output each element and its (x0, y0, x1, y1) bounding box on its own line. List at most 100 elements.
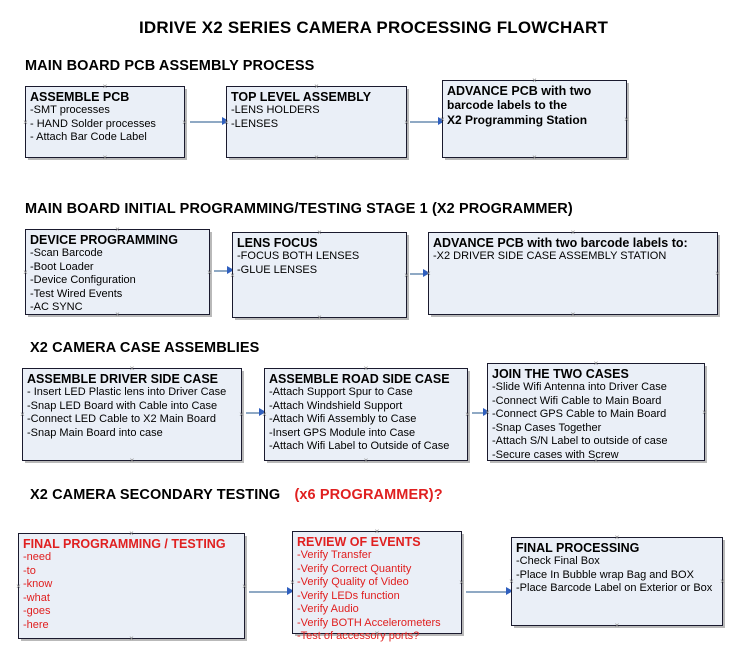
node-line: -Attach Support Spur to Case (269, 386, 413, 398)
node-line: -Verify Transfer (297, 549, 372, 561)
connection-handle-bottom[interactable] (128, 635, 135, 642)
section-heading-4-suffix: (x6 PROGRAMMER)? (294, 487, 443, 503)
node-line: -Check Final Box (516, 555, 600, 567)
connector-1-2 (410, 121, 442, 123)
node-title: JOIN THE TWO CASES (492, 367, 629, 381)
node-line: -Connect GPS Cable to Main Board (492, 408, 667, 420)
connection-handle-top[interactable] (128, 530, 135, 537)
connection-handle-bottom[interactable] (363, 457, 370, 464)
connection-handle-right[interactable] (403, 119, 410, 126)
node-join-the-two-cases[interactable]: JOIN THE TWO CASES -Slide Wifi Antenna i… (487, 363, 705, 461)
node-title: LENS FOCUS (237, 236, 318, 250)
node-title: ASSEMBLE PCB (30, 90, 130, 104)
connection-handle-top[interactable] (102, 83, 109, 90)
connection-handle-right[interactable] (403, 272, 410, 279)
connection-handle-bottom[interactable] (316, 314, 323, 321)
node-line: -Secure cases with Screw (492, 448, 619, 461)
connection-handle-top[interactable] (114, 226, 121, 233)
connection-handle-bottom[interactable] (614, 622, 621, 629)
connection-handle-bottom[interactable] (570, 311, 577, 318)
node-line: -Attach Wifi Assembly to Case (269, 413, 417, 425)
node-line: -Verify LEDs function (297, 589, 400, 602)
node-line: -Device Configuration (30, 274, 136, 286)
connection-handle-top[interactable] (614, 534, 621, 541)
page-title: IDRIVE X2 SERIES CAMERA PROCESSING FLOWC… (138, 18, 609, 37)
connection-handle-left[interactable] (22, 119, 29, 126)
node-title: TOP LEVEL ASSEMBLY (231, 90, 372, 104)
node-review-of-events[interactable]: REVIEW OF EVENTS -Verify Transfer -Verif… (289, 528, 465, 642)
connection-handle-right[interactable] (458, 579, 465, 586)
connection-handle-top[interactable] (374, 528, 381, 535)
connection-handle-right[interactable] (206, 269, 213, 276)
node-top-level-assembly[interactable]: TOP LEVEL ASSEMBLY -LENS HOLDERS -LENSES (226, 86, 407, 158)
node-line: -Snap Main Board into case (27, 426, 163, 439)
node-lens-focus[interactable]: LENS FOCUS -FOCUS BOTH LENSES -GLUE LENS… (232, 232, 407, 318)
node-final-processing[interactable]: FINAL PROCESSING -Check Final Box -Place… (511, 537, 723, 626)
section-heading-4-text: X2 CAMERA SECONDARY TESTING (30, 487, 281, 503)
connection-handle-top[interactable] (129, 365, 136, 372)
connection-handle-right[interactable] (181, 119, 188, 126)
connector-arrow-4-1 (287, 587, 294, 595)
connection-handle-right[interactable] (719, 578, 726, 585)
connection-handle-left[interactable] (22, 269, 29, 276)
node-line: -here (23, 618, 49, 631)
connection-handle-right[interactable] (241, 583, 248, 590)
connection-handle-right[interactable] (464, 411, 471, 418)
node-title: ASSEMBLE ROAD SIDE CASE (269, 372, 450, 386)
node-line: - Attach Bar Code Label (30, 131, 147, 143)
connection-handle-right[interactable] (238, 411, 245, 418)
node-assemble-pcb[interactable]: ASSEMBLE PCB -SMT processes - HAND Solde… (25, 86, 185, 158)
connection-handle-bottom[interactable] (102, 154, 109, 161)
node-final-programming-testing[interactable]: FINAL PROGRAMMING / TESTING -need -to -k… (18, 533, 245, 639)
connection-handle-left[interactable] (19, 411, 26, 418)
connection-handle-top[interactable] (313, 83, 320, 90)
connector-4-1 (249, 591, 290, 593)
section-heading-3: X2 CAMERA CASE ASSEMBLIES (30, 340, 259, 356)
connection-handle-left[interactable] (289, 579, 296, 586)
connection-handle-bottom[interactable] (531, 154, 538, 161)
node-advance-pcb-programming-station[interactable]: ADVANCE PCB with two barcode labels to t… (442, 80, 627, 158)
connector-arrow-1-1 (222, 117, 229, 125)
node-line: -need (23, 551, 52, 563)
connector-3-2 (472, 412, 486, 414)
node-assemble-driver-side-case[interactable]: ASSEMBLE DRIVER SIDE CASE - Insert LED P… (22, 368, 242, 461)
section-heading-2-text: MAIN BOARD INITIAL PROGRAMMING/TESTING S… (25, 201, 573, 217)
node-line: -Boot Loader (30, 260, 94, 273)
node-device-programming[interactable]: DEVICE PROGRAMMING -Scan Barcode -Boot L… (25, 229, 210, 315)
connection-handle-top[interactable] (531, 77, 538, 84)
node-line: -Slide Wifi Antenna into Driver Case (492, 381, 667, 393)
node-line: -to (23, 564, 36, 577)
connection-handle-top[interactable] (593, 360, 600, 367)
connector-arrow-2-2 (423, 269, 430, 277)
connection-handle-right[interactable] (714, 270, 721, 277)
connector-4-2 (466, 591, 510, 593)
connector-2-1 (214, 270, 230, 272)
node-line: X2 Programming Station (447, 113, 588, 127)
node-line: -Attach S/N Label to outside of case (492, 435, 668, 447)
connection-handle-right[interactable] (623, 116, 630, 123)
node-line: -GLUE LENSES (237, 263, 318, 276)
node-line: - HAND Solder processes (30, 117, 156, 130)
connection-handle-bottom[interactable] (313, 154, 320, 161)
node-title: FINAL PROGRAMMING / TESTING (23, 537, 226, 551)
node-assemble-road-side-case[interactable]: ASSEMBLE ROAD SIDE CASE -Attach Support … (264, 368, 468, 461)
connection-handle-right[interactable] (701, 409, 708, 416)
node-line: - Insert LED Plastic lens into Driver Ca… (27, 386, 227, 398)
node-title: ADVANCE PCB with two (447, 84, 592, 98)
node-line: -goes (23, 605, 51, 617)
connection-handle-bottom[interactable] (129, 457, 136, 464)
node-line: -FOCUS BOTH LENSES (237, 250, 360, 262)
section-heading-1-text: MAIN BOARD PCB ASSEMBLY PROCESS (25, 58, 315, 74)
node-advance-pcb-driver-side-station[interactable]: ADVANCE PCB with two barcode labels to: … (428, 232, 718, 315)
connector-arrow-3-1 (259, 408, 266, 416)
node-title: DEVICE PROGRAMMING (30, 233, 178, 247)
connection-handle-left[interactable] (15, 583, 22, 590)
connection-handle-top[interactable] (316, 229, 323, 236)
connection-handle-left[interactable] (508, 578, 515, 585)
connection-handle-top[interactable] (570, 229, 577, 236)
node-line: -know (23, 578, 53, 590)
node-line: -AC SYNC (30, 301, 83, 313)
node-line: -Attach Wifi Label to Outside of Case (269, 440, 450, 452)
connection-handle-top[interactable] (363, 365, 370, 372)
